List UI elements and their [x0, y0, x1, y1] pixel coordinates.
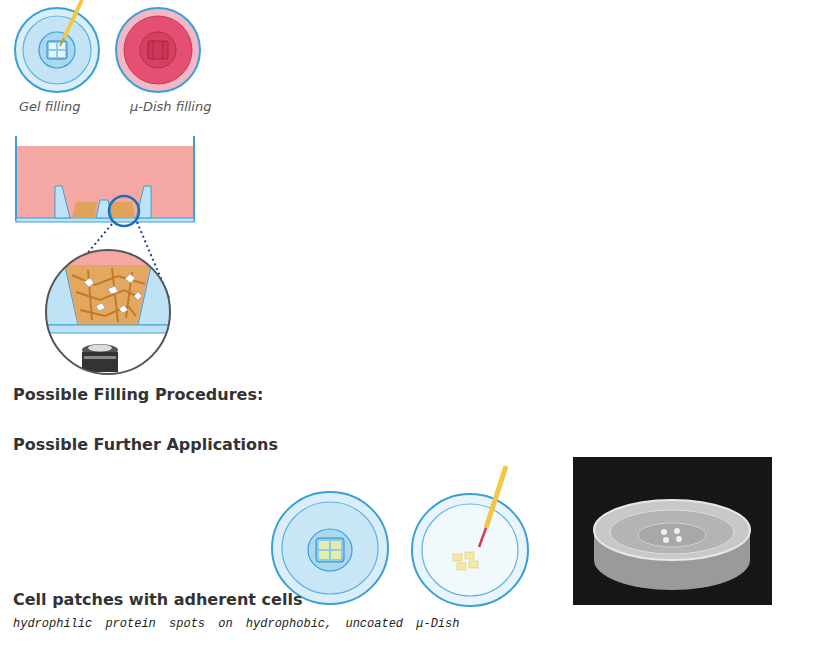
figure-caption: μ-Dish filling: [130, 99, 211, 114]
section-heading: Cell patches with adherent cells: [13, 590, 302, 609]
section-heading: Possible Further Applications: [13, 435, 278, 454]
dish-filling: [116, 8, 200, 92]
dish-protein-spots: [272, 492, 388, 604]
magnified-view: [40, 245, 180, 385]
dish-gel-filling: [15, 0, 99, 92]
cross-section: [16, 136, 194, 226]
section-heading: Possible Filling Procedures:: [13, 385, 263, 404]
figure-caption: hydrophilic protein spots on hydrophobic…: [13, 617, 459, 631]
dish-photo: [573, 457, 772, 605]
figure-caption: Gel filling: [19, 99, 81, 114]
dish-spot-pipetting: [412, 466, 528, 606]
